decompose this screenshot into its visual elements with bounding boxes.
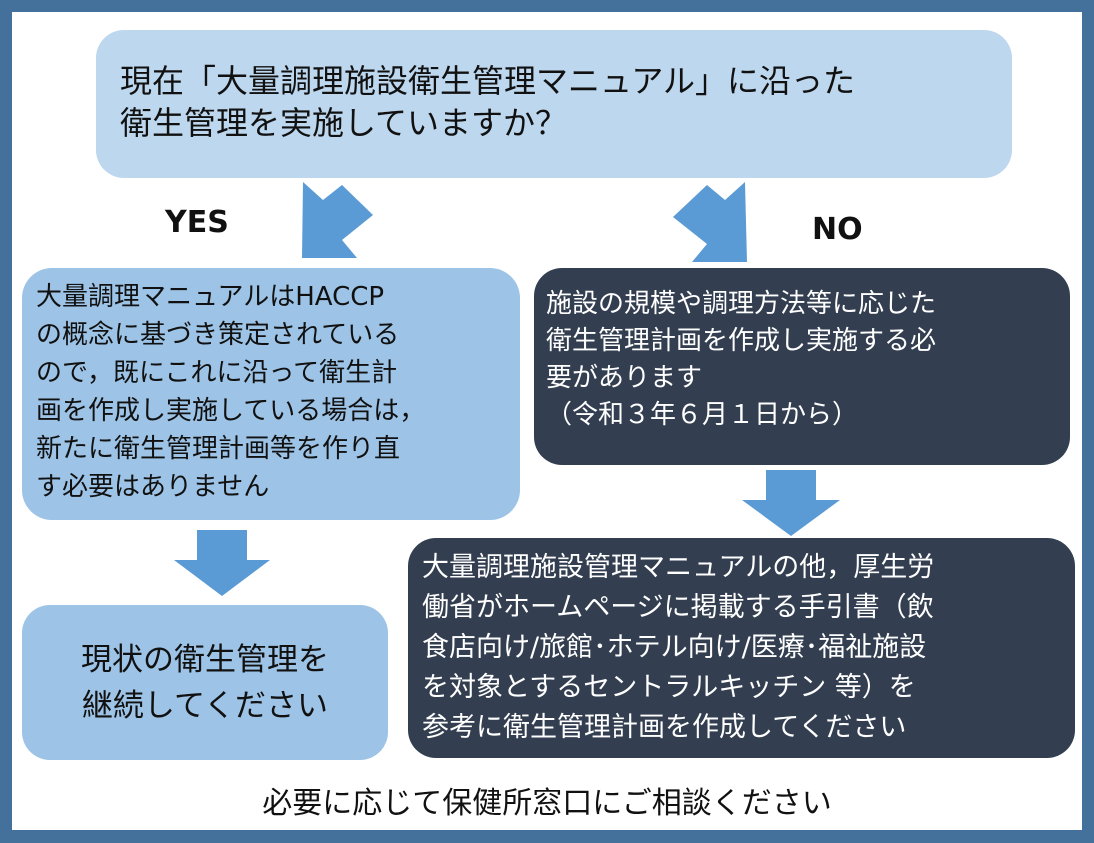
arrow-down-right-icon (673, 182, 747, 262)
yes-result-box: 大量調理マニュアルはHACCP の概念に基づき策定されている ので，既にこれに沿… (22, 268, 520, 520)
continue-box-line: 現状の衛生管理を (81, 642, 329, 678)
no-box-line: （令和３年６月１日から） (546, 400, 859, 430)
arrow-down-icon (742, 470, 840, 536)
continue-box-line: 継続してください (81, 688, 329, 724)
reference-box-line: 食店向け/旅館･ホテル向け/医療･福祉施設 (422, 632, 927, 663)
reference-box-line: 働省がホームページに掲載する手引書（飲 (422, 592, 934, 623)
yes-box-line: の概念に基づき策定されている (36, 320, 400, 350)
yes-box-line: 大量調理マニュアルはHACCP (36, 282, 385, 312)
yes-label: YES (165, 205, 229, 240)
arrow-down-icon (174, 530, 270, 596)
continue-box: 現状の衛生管理を 継続してください (22, 605, 388, 760)
reference-box-line: を対象とするセントラルキッチン 等）を (422, 672, 916, 703)
reference-box-line: 参考に衛生管理計画を作成してください (422, 712, 907, 743)
yes-box-line: す必要はありません (36, 472, 270, 502)
yes-box-line: 画を作成し実施している場合は， (36, 396, 426, 426)
footer-note: 必要に応じて保健所窓口にご相談ください (262, 786, 832, 821)
no-box-line: 施設の規模や調理方法等に応じた (546, 289, 937, 319)
yes-box-line: 新たに衛生管理計画等を作り直 (36, 434, 401, 464)
yes-box-line: ので，既にこれに沿って衛生計 (36, 358, 398, 388)
arrow-down-left-icon (302, 182, 373, 258)
question-box: 現在「大量調理施設衛生管理マニュアル」に沿った 衛生管理を実施していますか？ (96, 30, 1012, 178)
question-line: 衛生管理を実施していますか？ (120, 104, 568, 142)
reference-box: 大量調理施設管理マニュアルの他，厚生労 働省がホームページに掲載する手引書（飲 … (408, 538, 1075, 758)
question-line: 現在「大量調理施設衛生管理マニュアル」に沿った (120, 62, 856, 100)
reference-box-line: 大量調理施設管理マニュアルの他，厚生労 (422, 552, 935, 583)
no-box-line: 要があります (546, 363, 703, 393)
no-label: NO (812, 212, 863, 247)
no-box-line: 衛生管理計画を作成し実施する必 (546, 326, 937, 356)
no-result-box: 施設の規模や調理方法等に応じた 衛生管理計画を作成し実施する必 要があります （… (534, 268, 1070, 465)
